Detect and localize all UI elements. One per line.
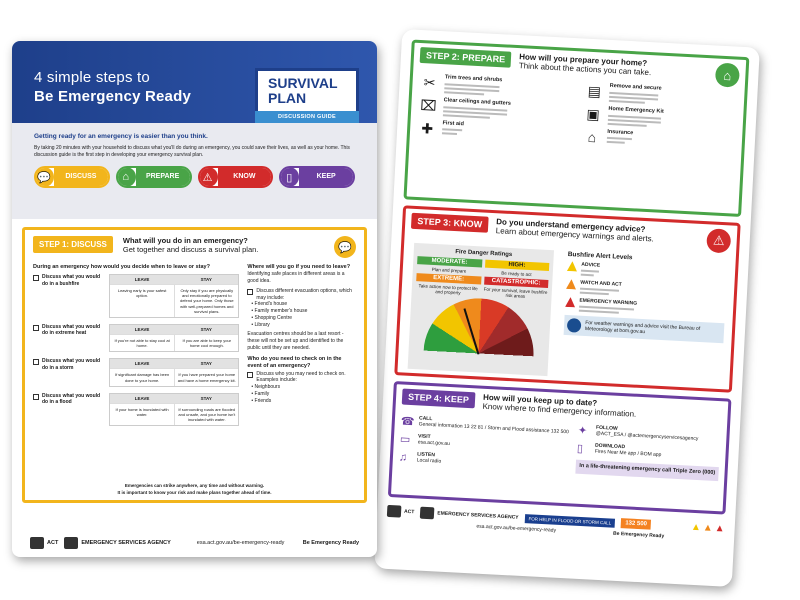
keep-panel: STEP 4: KEEP How will you keep up to dat… [387, 381, 732, 515]
intro-section: Getting ready for an emergency is easier… [12, 123, 377, 219]
esa-logo: EMERGENCY SERVICES AGENCY [64, 537, 171, 549]
discussion-guide-label: DISCUSSION GUIDE [255, 110, 359, 123]
step1-tag: STEP 1: DISCUSS [33, 236, 113, 253]
flood-storm-callout: FOR HELP IN FLOOD OR STORM CALL [524, 513, 616, 528]
act-logo: ACT [30, 537, 58, 549]
mobile-icon: ▯ [576, 443, 584, 456]
back-tagline: Be Emergency Ready [612, 530, 665, 540]
house-icon: ⌂ [117, 168, 136, 186]
computer-icon: ▭ [399, 433, 411, 447]
step4-question: How will you keep up to date? Know where… [482, 392, 637, 419]
emergency-warning-triangle-icon [565, 297, 576, 308]
logs-icon: ▤ [587, 83, 602, 100]
prepare-item: ✚ First aid [416, 118, 572, 144]
step-keep: ▯ KEEP [279, 166, 355, 188]
step-prepare: ⌂ PREPARE [115, 166, 192, 188]
discuss-panel: STEP 1: DISCUSS What will you do in an e… [22, 227, 367, 503]
page-title: 4 simple steps to Be Emergency Ready [34, 69, 192, 105]
warning-triangle-icon: ⚠ [706, 228, 732, 254]
checkbox[interactable] [33, 359, 39, 366]
evacuation-options-list: Friend's house Family member's house Sho… [247, 301, 356, 328]
act-logo: ACT [386, 504, 415, 518]
radio-icon: ♫ [398, 451, 408, 465]
prepare-item: ✂ Trim trees and shrubs [418, 73, 574, 100]
scenario-row: Discuss what you would do in a flood LEA… [33, 392, 240, 427]
warning-icons-row: ▲ ▲ ▲ [691, 521, 725, 534]
act-crest-icon [386, 504, 402, 518]
triple-zero-notice: In a life-threatening emergency call Tri… [575, 460, 719, 482]
step3-question: Do you understand emergency advice? Lear… [495, 217, 655, 244]
ses-phone-number: 132 500 [621, 518, 652, 530]
alert-advice: ADVICE [566, 261, 728, 283]
where-to-go-section: Where will you go if you need to leave? … [247, 264, 356, 432]
warning-triangle-icon: ⚠ [199, 168, 218, 186]
prepare-items: ✂ Trim trees and shrubs ▤ Remove and sec… [416, 73, 739, 153]
watch-and-act-triangle-icon: ▲ [702, 521, 714, 534]
act-crest-icon [30, 537, 44, 549]
bom-notice: For weather warnings and advice visit th… [563, 314, 725, 344]
step-discuss: 💬 DISCUSS [34, 166, 110, 188]
advice-triangle-icon: ▲ [690, 521, 702, 533]
front-tagline: Be Emergency Ready [302, 540, 359, 546]
bom-logo-icon [566, 318, 582, 333]
gutter-icon: ⌧ [419, 97, 437, 114]
fire-danger-gauge [423, 295, 537, 358]
bushfire-alert-levels: Bushfire Alert Levels ADVICE WATCH AND A… [561, 251, 727, 385]
step1-question: What will you do in an emergency? Get to… [122, 236, 259, 254]
watch-and-act-triangle-icon [565, 279, 576, 290]
social-media-icon: ✦ [577, 425, 588, 438]
checkbox[interactable] [33, 324, 39, 331]
back-card: STEP 2: PREPARE How will you prepare you… [374, 29, 760, 587]
checkbox[interactable] [33, 275, 39, 281]
intro-lead: Getting ready for an emergency is easier… [34, 133, 208, 140]
prepare-panel: STEP 2: PREPARE How will you prepare you… [403, 39, 750, 217]
speech-bubbles-icon: 💬 [35, 168, 54, 186]
people-list: Neighbours Family Friends [247, 384, 356, 404]
first-aid-icon: ✚ [420, 119, 434, 137]
esa-crest-icon [420, 506, 435, 520]
speech-bubbles-icon: 💬 [334, 236, 356, 258]
esa-crest-icon [64, 537, 79, 549]
phone-icon: ☎ [400, 415, 415, 429]
scenario-row: Discuss what you would do in a storm LEA… [33, 358, 240, 387]
front-footer: ACT EMERGENCY SERVICES AGENCY esa.act.go… [30, 537, 359, 549]
emergency-warning-triangle-icon: ▲ [714, 522, 725, 535]
alert-emergency-warning: EMERGENCY WARNING [565, 297, 726, 319]
backpack-icon: ▣ [586, 105, 601, 123]
advice-triangle-icon [566, 261, 577, 272]
step4-tag: STEP 4: KEEP [401, 388, 476, 409]
steps-row: 💬 DISCUSS ⌂ PREPARE ⚠ KNOW ▯ KEEP [34, 166, 355, 188]
survival-plan-badge: SURVIVAL PLAN DISCUSSION GUIDE [255, 68, 359, 123]
intro-body: By taking 20 minutes with your household… [34, 145, 350, 158]
house-icon: ⌂ [714, 62, 741, 88]
step-know: ⚠ KNOW [197, 166, 274, 188]
phone-icon: ▯ [281, 168, 300, 186]
step2-tag: STEP 2: PREPARE [419, 46, 512, 68]
scenario-row: Discuss what you would do in a bushfire … [33, 274, 240, 318]
house-hand-icon: ⌂ [587, 128, 597, 145]
checkbox[interactable] [33, 393, 39, 400]
step3-tag: STEP 3: KNOW [410, 212, 489, 233]
shears-icon: ✂ [423, 74, 436, 92]
checkbox[interactable] [247, 288, 254, 295]
front-header: 4 simple steps to Be Emergency Ready SUR… [12, 41, 377, 123]
prepare-item: ▣ Home Emergency Kit [582, 105, 738, 132]
front-card: 4 simple steps to Be Emergency Ready SUR… [12, 41, 377, 557]
step2-question: How will you prepare your home? Think ab… [518, 52, 652, 78]
discuss-footnote: Emergencies can strike anywhere, any tim… [117, 483, 272, 495]
checkbox[interactable] [247, 371, 254, 378]
prepare-item: ⌂ Insurance [581, 127, 737, 153]
front-url: esa.act.gov.au/be-emergency-ready [196, 540, 285, 546]
scenario-row: Discuss what you would do in extreme hea… [33, 323, 240, 353]
leave-or-stay-section: During an emergency how would you decide… [33, 264, 240, 432]
know-panel: STEP 3: KNOW Do you understand emergency… [394, 205, 741, 393]
prepare-item: ▤ Remove and secure [583, 82, 739, 109]
prepare-item: ⌧ Clear ceilings and gutters [417, 96, 573, 123]
alert-watch-and-act: WATCH AND ACT [565, 279, 727, 301]
fire-danger-ratings: Fire Danger Ratings MODERATE: HIGH: Plan… [407, 242, 555, 377]
